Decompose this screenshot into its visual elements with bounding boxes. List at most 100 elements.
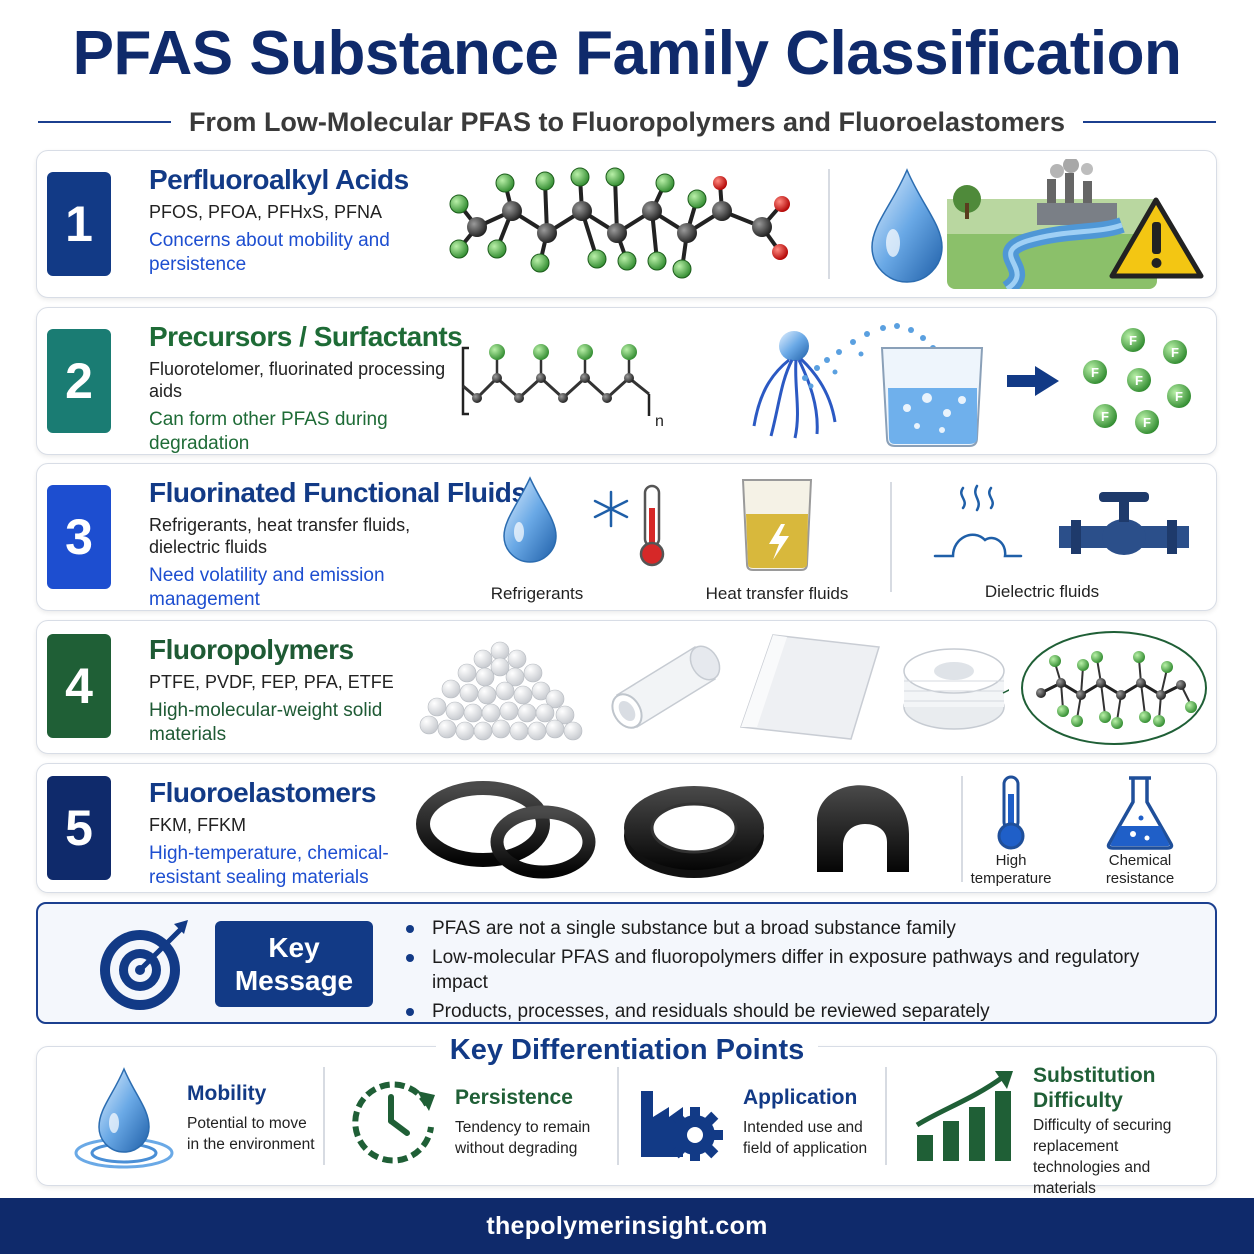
thermometer-icon <box>997 775 1025 850</box>
warning-icon <box>1109 197 1204 279</box>
fluorine-atoms-icon: F F F F F F F <box>1083 328 1191 434</box>
category-examples-1: PFOS, PFOA, PFHxS, PFNA <box>149 202 383 222</box>
key-message-bullet: PFAS are not a single substance but a br… <box>404 916 1194 941</box>
category-number-4: 4 <box>47 634 111 738</box>
diff-separator-3 <box>885 1067 887 1165</box>
category-note-2: Can form other PFAS during degradation <box>149 409 388 454</box>
card-5-separator <box>961 776 963 882</box>
category-examples-5: FKM, FFKM <box>149 815 246 835</box>
river-factory-icon <box>947 159 1157 289</box>
atom-label: F <box>1129 333 1137 348</box>
polymer-pellets-icon <box>419 641 583 741</box>
atom-label: F <box>1143 415 1151 430</box>
diff-title-substitution: Substitution Difficulty <box>1033 1064 1156 1112</box>
subtitle-rule-left <box>38 121 171 123</box>
subtitle-row: From Low-Molecular PFAS to Fluoropolymer… <box>38 102 1216 142</box>
perfluoro-acid-molecule-icon <box>449 167 790 279</box>
diff-separator-1 <box>323 1067 325 1165</box>
gasket-seal-icon <box>624 786 764 878</box>
atom-label: F <box>1175 389 1183 404</box>
fluorotelomer-chain-icon: n <box>461 344 664 426</box>
o-rings-icon <box>416 781 596 879</box>
atom-label: F <box>1135 373 1143 388</box>
category-examples-2: Fluorotelomer, fluorinated processing ai… <box>149 359 446 401</box>
category-title-5: Fluoroelastomers <box>149 777 376 808</box>
chemical-resistance-caption: Chemical resistance <box>1105 852 1175 887</box>
category-examples-3: Refrigerants, heat transfer fluids, diel… <box>149 515 411 557</box>
diff-separator-2 <box>617 1067 619 1165</box>
mobility-drop-icon <box>74 1067 174 1169</box>
category-note-5: High-temperature, chemical-resistant sea… <box>149 843 389 888</box>
atom-label: F <box>1091 365 1099 380</box>
ptfe-tube-icon <box>611 645 721 729</box>
key-message-badge: Key Message <box>215 921 373 1007</box>
category-note-4: High-molecular-weight solid materials <box>149 700 383 745</box>
category-text-3: Fluorinated Functional Fluids Refrigeran… <box>149 476 527 612</box>
diff-title-persistence: Persistence <box>455 1086 573 1109</box>
differentiation-panel: Mobility Potential to move in the enviro… <box>36 1046 1217 1197</box>
beaker-dispersion-icon <box>802 323 984 447</box>
category-examples-4: PTFE, PVDF, FEP, PFA, ETFE <box>149 672 394 692</box>
category-card-1: 1 Perfluoroalkyl Acids PFOS, PFOA, PFHxS… <box>36 150 1217 298</box>
flask-icon <box>1106 776 1174 850</box>
category-number-2: 2 <box>47 329 111 433</box>
arrow-right-icon <box>1007 366 1059 396</box>
diff-title-mobility: Mobility <box>187 1082 267 1105</box>
category-text-4: Fluoropolymers PTFE, PVDF, FEP, PFA, ETF… <box>149 633 449 747</box>
molded-seal-profile-icon <box>817 785 909 872</box>
differentiation-title-wrap: Key Differentiation Points <box>0 1034 1254 1067</box>
page-subtitle: From Low-Molecular PFAS to Fluoropolymer… <box>188 106 1066 137</box>
differentiation-title: Key Differentiation Points <box>435 1034 819 1066</box>
category-note-3: Need volatility and emission management <box>149 565 385 610</box>
card-1-separator <box>828 169 830 279</box>
diff-text-substitution: Difficulty of securing replacement techn… <box>1033 1117 1172 1197</box>
surfactant-molecule-icon <box>752 331 837 439</box>
diff-text-application: Intended use and field of application <box>743 1119 868 1157</box>
repeat-unit-label: n <box>655 413 664 426</box>
category-title-1: Perfluoroalkyl Acids <box>149 164 409 195</box>
category-card-3: 3 Fluorinated Functional Fluids Refriger… <box>36 463 1217 611</box>
card-3-separator <box>890 482 892 592</box>
dielectric-caption: Dielectric fluids <box>984 582 1100 601</box>
refrigerants-caption: Refrigerants <box>490 584 584 603</box>
ptfe-sheet-icon <box>739 634 880 740</box>
ptfe-tape-roll-icon <box>903 648 1009 730</box>
category-number-1: 1 <box>47 172 111 276</box>
polymer-chain-zoom-icon <box>1021 631 1207 745</box>
diff-text-persistence: Tendency to remain without degrading <box>455 1119 591 1157</box>
category-title-3: Fluorinated Functional Fluids <box>149 477 527 508</box>
substitution-bar-chart-icon <box>915 1071 1013 1161</box>
persistence-clock-icon <box>352 1081 435 1164</box>
diff-text-mobility: Potential to move in the environment <box>187 1115 315 1153</box>
heat-transfer-caption: Heat transfer fluids <box>705 584 849 603</box>
target-icon <box>100 920 188 1010</box>
vapor-cloud-icon <box>933 484 1023 558</box>
key-message-bullet: Products, processes, and residuals shoul… <box>404 999 1194 1024</box>
high-temperature-caption: High temperature <box>970 852 1052 887</box>
footer-site: thepolymerinsight.com <box>0 1198 1254 1254</box>
atom-label: F <box>1101 409 1109 424</box>
refrigerant-drop-icon <box>503 476 557 563</box>
category-card-2: 2 Precursors / Surfactants Fluorotelomer… <box>36 307 1217 455</box>
category-text-5: Fluoroelastomers FKM, FFKM High-temperat… <box>149 776 449 890</box>
category-card-4: 4 Fluoropolymers PTFE, PVDF, FEP, PFA, E… <box>36 620 1217 754</box>
category-note-1: Concerns about mobility and persistence <box>149 230 390 275</box>
atom-label: F <box>1171 345 1179 360</box>
valve-pipe-icon <box>1059 492 1189 555</box>
category-text-1: Perfluoroalkyl Acids PFOS, PFOA, PFHxS, … <box>149 163 449 277</box>
category-card-5: 5 Fluoroelastomers FKM, FFKM High-temper… <box>36 763 1217 893</box>
category-number-3: 3 <box>47 485 111 589</box>
heat-transfer-beaker-icon <box>741 479 813 571</box>
category-title-4: Fluoropolymers <box>149 634 354 665</box>
page-title: PFAS Substance Family Classification <box>72 19 1182 88</box>
key-message-bullets: PFAS are not a single substance but a br… <box>404 916 1194 1028</box>
category-text-2: Precursors / Surfactants Fluorotelomer, … <box>149 320 463 456</box>
water-drop-icon <box>871 168 943 283</box>
snowflake-thermometer-icon <box>593 484 665 567</box>
category-title-2: Precursors / Surfactants <box>149 321 463 352</box>
diff-title-application: Application <box>743 1086 858 1109</box>
subtitle-rule-right <box>1083 121 1216 123</box>
key-message-bullet: Low-molecular PFAS and fluoropolymers di… <box>404 945 1194 995</box>
application-factory-gear-icon <box>641 1091 723 1161</box>
category-number-5: 5 <box>47 776 111 880</box>
